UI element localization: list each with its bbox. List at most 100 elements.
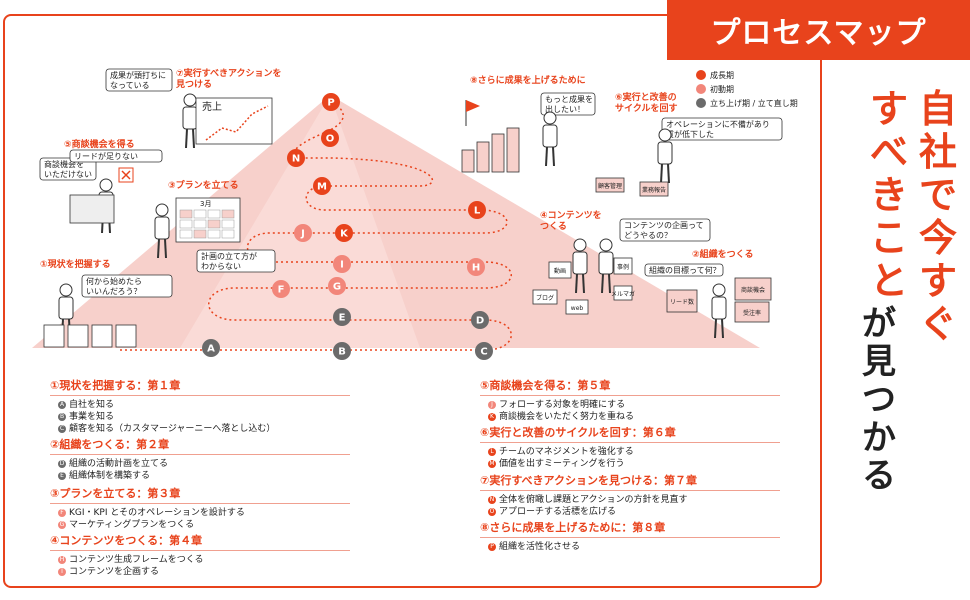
person-creator-b-leg: [608, 273, 611, 294]
marker-p: [322, 93, 340, 111]
speech-bubble: [619, 218, 711, 242]
speech-bubble: [540, 92, 596, 116]
calendar-cell: [193, 219, 207, 229]
chapter-item-text: 組織の活動計画を立てる: [69, 459, 169, 469]
marker-b: [333, 342, 351, 360]
chapter-item-text: 自社を知る: [69, 400, 115, 410]
step-badge: B: [58, 413, 66, 421]
bubble-text: 成果が頭打ちに: [110, 70, 166, 80]
calendar-cell: [221, 229, 235, 239]
content-box-label: 事例: [617, 263, 629, 271]
person-creator-a-leg: [575, 273, 578, 294]
marker-label: F: [278, 285, 285, 296]
bubble-text: 質が低下した: [666, 129, 714, 139]
chapter-item-text: 事業を知る: [69, 412, 115, 422]
step-badge: G: [58, 521, 66, 529]
person-operator-body: [657, 141, 673, 165]
marker-label: B: [338, 347, 346, 358]
headline-column-3: が見つかる: [858, 305, 900, 495]
step-badge: K: [488, 413, 496, 421]
bubble-text: 計画の立て方が: [201, 251, 257, 261]
person-presenter-leg: [192, 128, 195, 149]
person-analyst-head: [59, 283, 73, 297]
marker-label: M: [317, 182, 327, 193]
chapter-item-text: 商談機会をいただく努力を重ねる: [499, 412, 635, 422]
marker-m: [313, 177, 331, 195]
sales-chart-board: [195, 97, 273, 145]
legend-item: 立ち上げ期 / 立て直し期: [696, 96, 798, 110]
chapter-item-text: マーケティングプランをつくる: [69, 520, 195, 530]
step-badge: J: [488, 401, 496, 409]
calendar-cell: [221, 219, 235, 229]
chapter-item-text: KGI・KPI とそのオペレーションを設計する: [69, 508, 245, 518]
paper-doc-label: 顧客管理: [598, 182, 622, 190]
calendar-cell: [207, 209, 221, 219]
flag-icon: [466, 100, 480, 112]
content-box: [613, 257, 633, 275]
person-organizer-body: [711, 296, 727, 320]
bubble-text: どうやるの？: [624, 231, 672, 240]
bubble-text: リードが足りない: [74, 151, 138, 161]
content-box-label: メルマガ: [611, 290, 635, 298]
person-operator-leg: [667, 163, 670, 184]
chapter-item-text: コンテンツ生成フレームをつくる: [69, 555, 204, 565]
step-badge: E: [58, 472, 66, 480]
calendar-label: 3月: [200, 200, 211, 208]
person-creator-a-head: [573, 238, 587, 252]
person-planner-head: [155, 203, 169, 217]
content-box: [548, 261, 572, 279]
marker-j: [294, 224, 312, 242]
sales-chart-label: 売上: [202, 100, 222, 113]
bubble-text: コンテンツの企画って: [624, 220, 704, 230]
target-board: [734, 277, 772, 301]
legend-label: 立ち上げ期 / 立て直し期: [710, 98, 798, 108]
person-operator-head: [658, 128, 672, 142]
target-board: [666, 289, 698, 313]
person-presenter-head: [183, 93, 197, 107]
person-creator-b-leg: [601, 273, 604, 294]
headline-char: で: [918, 173, 957, 217]
chapter-title: ⑦実行すべきアクションを見つける：第７章: [480, 472, 780, 491]
chapter-item-text: チームのマネジメントを強化する: [499, 447, 634, 457]
chapter-title: ②組織をつくる：第２章: [50, 436, 350, 455]
marker-l: [468, 201, 486, 219]
headline-char: る: [862, 456, 896, 496]
person-operator-leg: [660, 163, 663, 184]
person-organizer-leg: [721, 318, 724, 339]
paper-stack: [67, 324, 89, 348]
chapter-title: ⑥実行と改善のサイクルを回す：第６章: [480, 424, 780, 443]
marker-label: H: [472, 263, 480, 274]
content-box: [613, 285, 633, 301]
legend-label: 成長期: [710, 70, 734, 80]
bubble-text: オペレーションに不備があり: [666, 119, 770, 129]
marker-d: [471, 311, 489, 329]
headline-column-2: すべきこと: [868, 88, 910, 303]
marker-label: J: [300, 229, 305, 240]
person-presenter-body: [182, 106, 198, 130]
headline-char: か: [862, 418, 896, 458]
headline-char: 今: [918, 216, 957, 260]
calendar-cell: [193, 229, 207, 239]
headline-char: が: [862, 304, 896, 344]
legend-dot: [696, 84, 706, 94]
step-label: ⑦実行すべきアクションを: [176, 67, 282, 79]
marker-label: K: [340, 229, 349, 240]
marker-label: C: [480, 347, 487, 358]
step-label: ①現状を把握する: [40, 258, 111, 270]
legend-label: 初動期: [710, 84, 734, 94]
person-planner-leg: [164, 238, 167, 259]
legend-dot: [696, 70, 706, 80]
bubble-text: もっと成果を: [545, 94, 593, 104]
chapter-title: ④コンテンツをつくる：第４章: [50, 532, 350, 551]
headline-char: 自: [918, 87, 957, 131]
